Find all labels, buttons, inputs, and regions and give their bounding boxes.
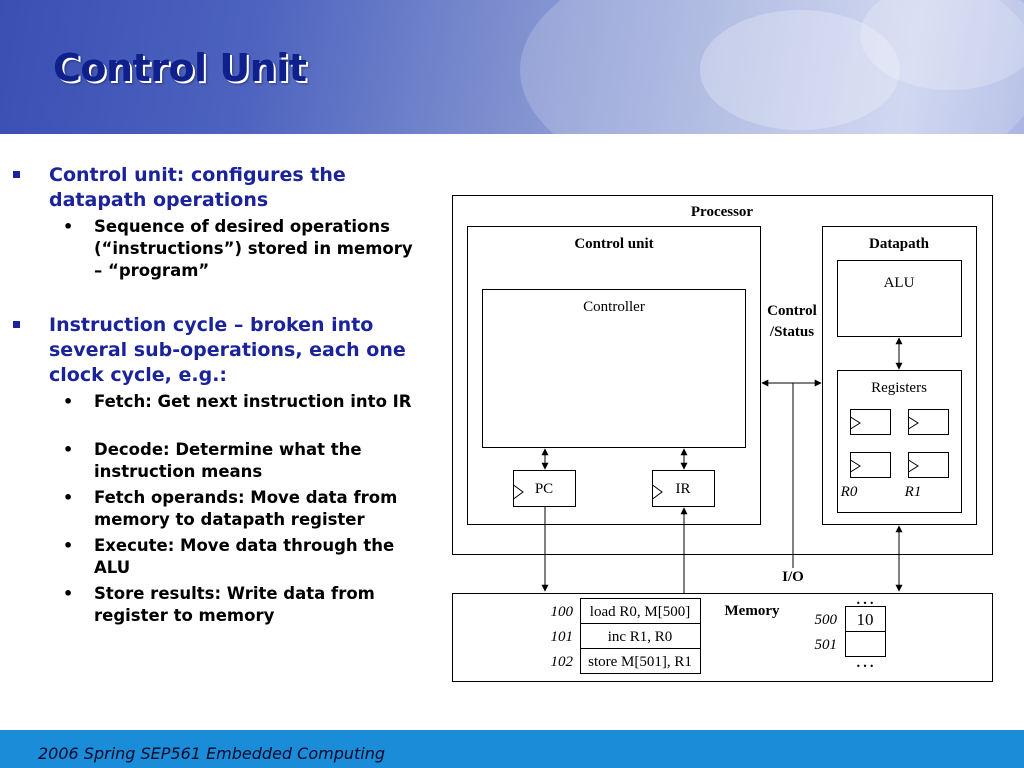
footer-text: 2006 Spring SEP561 Embedded Computing	[38, 744, 386, 763]
dot-bullet-icon: •	[63, 440, 74, 459]
sub-bullet-text: Decode: Determine what the instruction m…	[94, 440, 362, 481]
datapath-label: Datapath	[869, 236, 930, 252]
r0-label: R0	[840, 484, 858, 500]
controller-box	[482, 289, 746, 448]
clock-triangle-icon	[908, 459, 919, 473]
clock-triangle-icon	[513, 484, 524, 500]
registers-label: Registers	[871, 380, 927, 396]
memory-value: 10	[857, 610, 874, 629]
sub-bullet-text: Store results: Write data from register …	[94, 584, 375, 625]
slide-title: Control Unit	[53, 46, 307, 90]
alu-label: ALU	[884, 275, 915, 291]
clock-triangle-icon	[850, 459, 861, 473]
memory-instruction: inc R1, R0	[608, 629, 673, 645]
r1-label: R1	[904, 484, 922, 500]
footer-bar: 2006 Spring SEP561 Embedded Computing	[0, 730, 1024, 768]
register-cell	[850, 409, 891, 435]
ir-register	[652, 470, 715, 507]
control-unit-label: Control unit	[574, 236, 653, 252]
ir-label: IR	[676, 481, 691, 497]
memory-instruction: load R0, M[500]	[590, 604, 690, 620]
controller-label: Controller	[583, 299, 645, 315]
processor-diagram: Processor Control unit Controller PC IR …	[452, 195, 997, 685]
sub-bullet-text: Fetch operands: Move data from memory to…	[94, 488, 398, 529]
bullet-text: Instruction cycle – broken into several …	[49, 314, 406, 386]
alu-box	[837, 260, 962, 337]
memory-data-cell	[845, 631, 886, 657]
memory-address: 101	[551, 629, 574, 645]
processor-label: Processor	[691, 204, 754, 220]
square-bullet-icon	[13, 171, 20, 178]
clock-triangle-icon	[652, 484, 663, 500]
dot-bullet-icon: •	[63, 488, 74, 507]
processor-box	[452, 195, 993, 555]
pc-label: PC	[535, 481, 553, 497]
memory-address: 102	[551, 654, 574, 670]
io-label: I/O	[782, 569, 804, 585]
bullet-text: Control unit: configures the datapath op…	[49, 164, 346, 211]
clock-triangle-icon	[908, 416, 919, 430]
header-banner: Control Unit	[0, 0, 1024, 134]
memory-address: 100	[551, 604, 574, 620]
sub-bullet-text: Execute: Move data through the ALU	[94, 536, 395, 577]
sub-bullet-text: Fetch: Get next instruction into IR	[94, 392, 412, 411]
dot-bullet-icon: •	[63, 584, 74, 603]
register-cell	[850, 452, 891, 478]
banner-decoration	[700, 10, 900, 130]
memory-box	[452, 593, 993, 682]
banner-decoration	[860, 0, 1024, 90]
memory-label: Memory	[725, 603, 780, 619]
register-cell	[908, 452, 949, 478]
ellipsis: …	[855, 650, 875, 672]
control-status-label: Control	[767, 303, 817, 319]
memory-instruction: store M[501], R1	[588, 654, 692, 670]
control-unit-box	[467, 226, 761, 525]
memory-address: 500	[815, 612, 838, 628]
register-cell	[908, 409, 949, 435]
banner-decoration	[520, 0, 1024, 134]
datapath-box	[822, 226, 977, 525]
dot-bullet-icon: •	[63, 536, 74, 555]
pc-register	[513, 470, 576, 507]
memory-program-cell	[580, 648, 701, 674]
sub-bullet-text: Sequence of desired operations (“instruc…	[94, 217, 413, 280]
clock-triangle-icon	[850, 416, 861, 430]
control-status-label: /Status	[769, 324, 814, 340]
square-bullet-icon	[13, 321, 20, 328]
ellipsis: …	[855, 587, 875, 609]
dot-bullet-icon: •	[63, 217, 74, 236]
dot-bullet-icon: •	[63, 392, 74, 411]
registers-box	[837, 370, 962, 513]
memory-address: 501	[815, 637, 838, 653]
